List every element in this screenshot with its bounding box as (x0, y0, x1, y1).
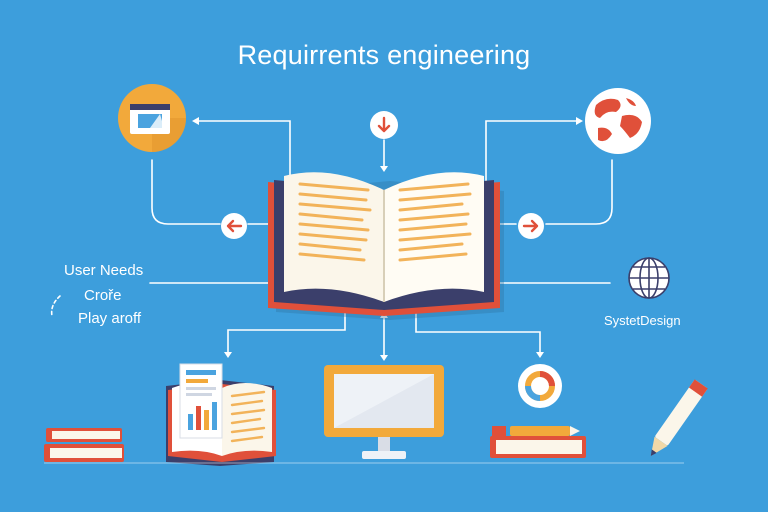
connector-lines (50, 120, 613, 359)
book-stack-icon (44, 428, 124, 462)
pencil-icon (650, 379, 708, 457)
crore-label: Croře (84, 287, 122, 304)
user-needs-label: User Needs (64, 262, 144, 279)
open-book-report-icon (166, 363, 276, 466)
diagram-title: Requirrents engineering (237, 40, 531, 70)
play-label: Play aroff (78, 310, 142, 327)
system-design-label: SystetDesign (604, 313, 681, 328)
open-book-icon (268, 172, 504, 320)
globe-map-icon (585, 88, 651, 154)
down-arrow-badge-icon (370, 111, 398, 139)
left-arrow-badge-icon (221, 213, 247, 239)
connector-arrowheads (192, 117, 583, 361)
browser-window-icon (118, 84, 186, 152)
donut-chart-icon (518, 364, 562, 408)
ground-line (44, 462, 684, 464)
right-arrow-badge-icon (518, 213, 544, 239)
pencil-and-books-icon (490, 426, 586, 458)
monitor-icon (324, 365, 444, 459)
wireframe-globe-icon (628, 257, 670, 299)
